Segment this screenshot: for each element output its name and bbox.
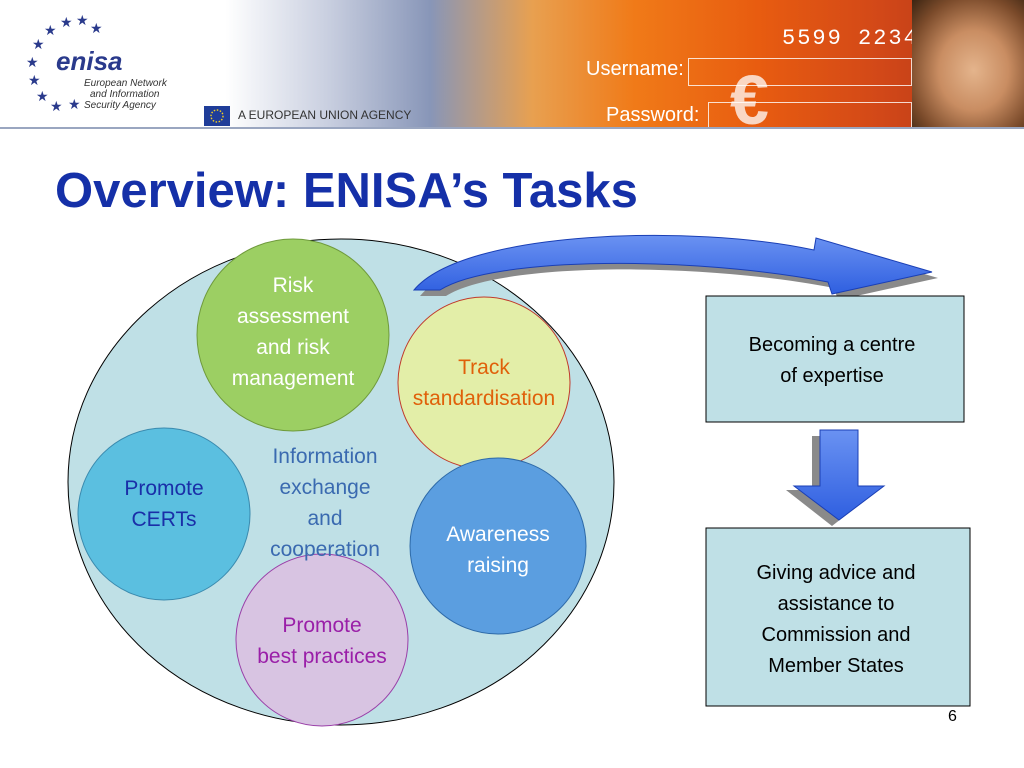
agency-label: A EUROPEAN UNION AGENCY	[238, 108, 412, 122]
expertise-line-2: of expertise	[780, 365, 884, 387]
expertise-box-label: Becoming a centre of expertise	[706, 330, 958, 392]
eu-stars-icon: ★ ★ ★ ★ ★ ★ ★ ★ ★ ★	[26, 12, 103, 114]
logo-name: enisa	[56, 46, 123, 76]
screen-digits: 5599 2234	[782, 26, 919, 51]
header-banner: ★ ★ ★ ★ ★ ★ ★ ★ ★ ★ enisa European Netwo…	[0, 0, 1024, 128]
logo-line-3: Security Agency	[84, 100, 156, 111]
certs-line-2: CERTs	[131, 508, 197, 531]
expertise-line-1: Becoming a centre	[748, 334, 916, 356]
advice-box	[705, 527, 971, 707]
logo-line-2: and Information	[90, 89, 160, 100]
certs-circle	[77, 427, 251, 601]
risk-line-4: management	[231, 367, 355, 390]
password-field	[708, 102, 912, 128]
center-label: Information exchange and cooperation	[240, 441, 410, 565]
awareness-circle	[409, 457, 587, 635]
risk-line-3: and risk	[256, 336, 330, 359]
track-circle-label: Track standardisation	[394, 352, 574, 414]
center-line-3: and	[307, 507, 343, 530]
best-line-2: best practices	[257, 645, 387, 668]
password-label: Password:	[606, 104, 700, 126]
euro-icon: €	[730, 61, 769, 128]
awareness-circle-label: Awareness raising	[416, 519, 580, 581]
risk-circle	[196, 238, 390, 432]
risk-line-2: assessment	[236, 305, 350, 328]
track-line-2: standardisation	[412, 387, 556, 410]
certs-circle-label: Promote CERTs	[84, 473, 244, 535]
center-line-4: cooperation	[270, 538, 380, 561]
awareness-line-2: raising	[467, 554, 529, 577]
down-arrow-icon	[792, 429, 886, 521]
advice-line-1: Giving advice and	[756, 562, 916, 584]
track-line-1: Track	[458, 356, 510, 379]
curved-arrow-icon	[412, 234, 933, 295]
best-practices-circle	[235, 553, 409, 727]
awareness-line-1: Awareness	[446, 523, 550, 546]
expertise-box	[705, 295, 965, 423]
best-practices-label: Promote best practices	[232, 610, 412, 672]
page-title: Overview: ENISA’s Tasks	[55, 164, 638, 218]
eu-flag-icon	[204, 106, 230, 126]
person-photo	[912, 0, 1024, 128]
username-label: Username:	[586, 58, 684, 80]
page-number: 6	[948, 708, 957, 725]
advice-line-2: assistance to	[777, 593, 895, 615]
header-divider	[0, 127, 1024, 129]
advice-box-label: Giving advice and assistance to Commissi…	[706, 558, 966, 682]
center-line-2: exchange	[279, 476, 371, 499]
advice-line-4: Member States	[768, 655, 904, 677]
risk-line-1: Risk	[272, 274, 314, 297]
certs-line-1: Promote	[124, 477, 204, 500]
center-line-1: Information	[272, 445, 378, 468]
logo-line-1: European Network	[84, 78, 167, 89]
best-line-1: Promote	[282, 614, 362, 637]
username-field	[688, 58, 912, 86]
risk-circle-label: Risk assessment and risk management	[203, 270, 383, 394]
advice-line-3: Commission and	[761, 624, 911, 646]
